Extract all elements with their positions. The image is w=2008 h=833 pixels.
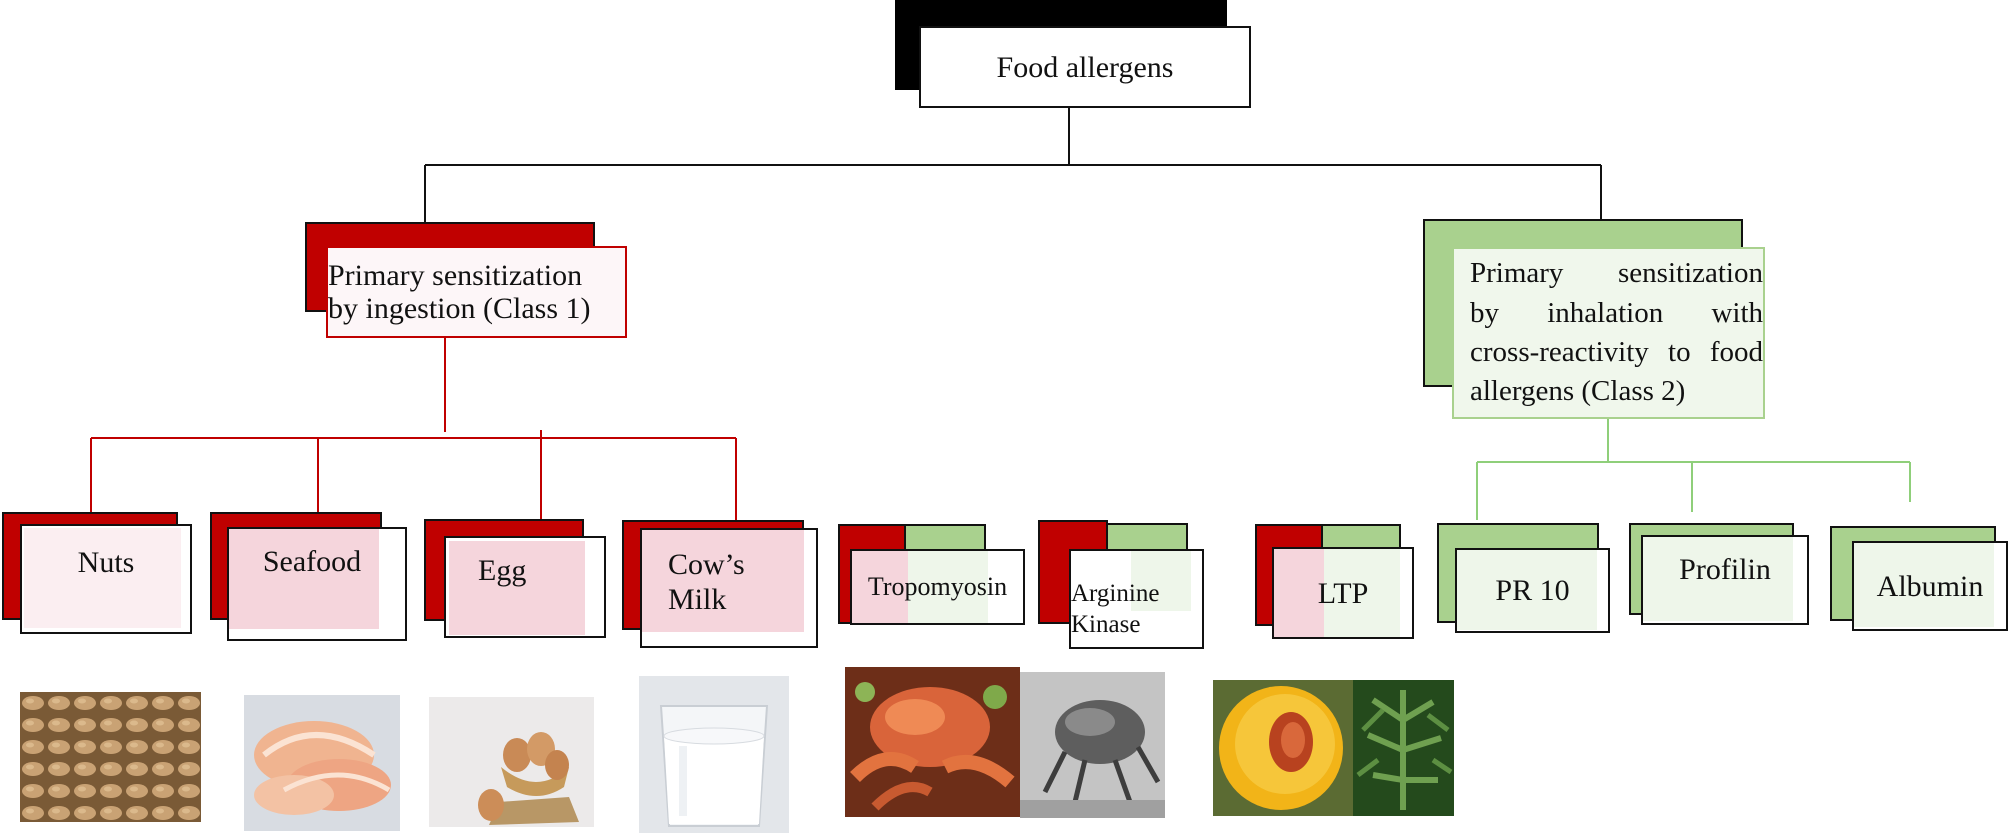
class2-line2: by inhalation with [1470, 296, 1763, 329]
milk-glass-photo [639, 676, 789, 833]
peanuts-photo [20, 692, 201, 822]
ltp-label: LTP [1317, 576, 1369, 610]
mugwort-photo [1353, 680, 1454, 816]
milk-node: Cow’s Milk [640, 528, 818, 648]
albumin-label: Albumin [1876, 569, 1984, 603]
egg-label: Egg [478, 554, 527, 587]
albumin-node: Albumin [1852, 541, 2008, 631]
class1-node: Primary sensitization by ingestion (Clas… [326, 246, 627, 338]
class2-line3: cross-reactivity to food [1470, 336, 1763, 368]
root-label: Food allergens [996, 50, 1174, 84]
class2-node: Primary sensitization by inhalation with… [1452, 247, 1765, 419]
class1-line2: by ingestion (Class 1) [328, 292, 591, 325]
crab-photo [845, 667, 1020, 817]
dust-mite-photo [1020, 672, 1165, 818]
egg-node: Egg [444, 536, 606, 638]
ltp-node: LTP [1272, 547, 1414, 639]
arginine-label-line2: Kinase [1071, 611, 1141, 638]
peach-photo [1213, 680, 1353, 816]
milk-label-line1: Cow’s [668, 548, 745, 581]
milk-label-line2: Milk [668, 582, 727, 616]
class2-line1: Primary sensitization [1470, 257, 1763, 290]
class1-line1: Primary sensitization [328, 259, 583, 292]
seafood-node: Seafood [227, 527, 407, 641]
shrimp-photo [244, 695, 400, 831]
pr10-label: PR 10 [1495, 574, 1570, 607]
root-node: Food allergens [919, 26, 1251, 108]
tropomyosin-node: Tropomyosin [850, 549, 1025, 625]
arginine-label-line1: Arginine [1071, 579, 1160, 607]
pr10-node: PR 10 [1455, 548, 1610, 633]
seafood-label: Seafood [262, 545, 362, 578]
arginine-node: Arginine Kinase [1069, 549, 1204, 649]
profilin-node: Profilin [1641, 535, 1809, 625]
tropomyosin-label: Tropomyosin [867, 571, 1008, 601]
nuts-node: Nuts [20, 524, 192, 634]
profilin-label: Profilin [1679, 553, 1771, 586]
eggs-photo [429, 697, 594, 827]
nuts-label: Nuts [77, 546, 135, 579]
class2-line4: allergens (Class 2) [1470, 375, 1686, 408]
